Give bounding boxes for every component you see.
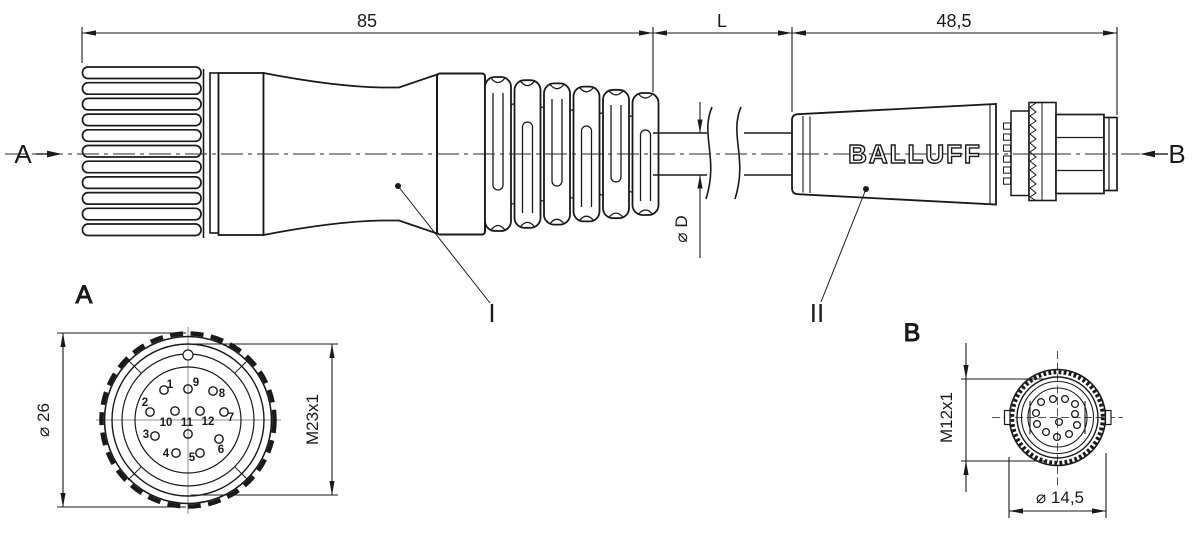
socket-hole xyxy=(1070,399,1080,409)
section-arrow-b-head xyxy=(1140,150,1155,158)
pin-holes xyxy=(145,384,229,458)
collar-ring xyxy=(209,72,220,234)
dim-connector-a-length: 85 xyxy=(357,11,377,31)
pin-label-4: 4 xyxy=(163,448,170,460)
socket-holes xyxy=(1031,394,1082,442)
callout-part-ii: II xyxy=(810,298,824,328)
cable-diameter-dimension: ⌀ D xyxy=(672,102,703,258)
section-arrow-a-label: A xyxy=(14,139,32,169)
pin-hole xyxy=(195,448,205,458)
pin-label-8: 8 xyxy=(219,388,226,400)
balluff-logo: BALLUFF xyxy=(848,139,982,169)
dim-view-b-outer-diameter: ⌀ 14,5 xyxy=(1036,488,1084,507)
connector-ii-body xyxy=(791,103,997,206)
pin-hole xyxy=(171,448,181,458)
pin-hole xyxy=(219,407,229,417)
knurled-rim xyxy=(99,331,277,509)
connector-ii-side xyxy=(791,101,1118,206)
knurled-rim xyxy=(1010,370,1105,465)
pin-hole xyxy=(195,406,205,416)
insert-rim-circle xyxy=(1020,380,1095,455)
thread-circle xyxy=(111,343,265,497)
leader-line xyxy=(820,188,867,303)
section-arrow-a-head xyxy=(47,150,62,158)
pin-hole xyxy=(170,406,180,416)
pin-hole xyxy=(183,429,193,439)
coupling-nut-hub xyxy=(1010,110,1030,197)
side-tab xyxy=(1003,409,1011,426)
pin-label-5: 5 xyxy=(189,452,196,464)
top-dimensions: 85 L 48,5 xyxy=(81,11,1118,115)
cable-break-mark xyxy=(705,106,713,200)
thread-crests xyxy=(1003,122,1011,185)
rim-inner-circle xyxy=(103,335,273,505)
leader-line xyxy=(397,185,491,304)
pin-hole xyxy=(208,386,218,396)
pin-hole xyxy=(183,384,193,394)
thread-circle xyxy=(1016,376,1099,459)
view-b-outer-dia-dimension: ⌀ 14,5 xyxy=(1008,453,1107,518)
callout-part-i: I xyxy=(488,298,495,328)
pin-label-6: 6 xyxy=(218,444,224,456)
dimension-arrowheads xyxy=(82,30,1117,36)
dim-view-a-thread: M23x1 xyxy=(303,394,322,445)
knurl-teeth xyxy=(1029,102,1037,201)
socket-hole xyxy=(1070,409,1080,419)
socket-hole xyxy=(1036,397,1046,407)
pin-hole xyxy=(150,431,160,441)
dim-cable-diameter: ⌀ D xyxy=(672,215,691,242)
pin-field-circle xyxy=(134,366,242,474)
section-arrow-b-label: B xyxy=(1168,139,1185,169)
dim-connector-b-length: 48,5 xyxy=(936,11,971,31)
cable xyxy=(653,106,793,200)
socket-hole xyxy=(1052,432,1062,442)
pin-hole xyxy=(145,407,155,417)
pin-label-1: 1 xyxy=(167,379,174,391)
pin-label-12: 12 xyxy=(202,416,215,428)
socket-hole xyxy=(1041,427,1051,437)
ring-ticks xyxy=(127,359,249,481)
strain-relief-slots xyxy=(492,93,652,213)
view-a: A 1 9 xyxy=(34,281,338,514)
connector-i-side xyxy=(81,66,438,238)
callouts: I II xyxy=(395,183,869,328)
socket-hole xyxy=(1031,408,1041,418)
pin-label-2: 2 xyxy=(142,397,148,409)
socket-hole xyxy=(1064,429,1074,439)
dim-view-a-outer-diameter: ⌀ 26 xyxy=(34,403,53,437)
insert-circle xyxy=(1027,387,1088,448)
view-a-title: A xyxy=(76,281,93,309)
socket-hole xyxy=(1048,394,1058,404)
dim-cable-length: L xyxy=(717,11,727,31)
pin-label-7: 7 xyxy=(228,412,234,424)
side-tab xyxy=(1104,409,1112,426)
coding-notch xyxy=(182,349,194,361)
view-b-title: B xyxy=(904,319,921,347)
cable-break-mark xyxy=(734,106,742,200)
strain-relief-saddles xyxy=(490,77,653,231)
socket-hole xyxy=(1032,419,1042,429)
dim-view-b-thread: M12x1 xyxy=(937,392,956,443)
socket-hole xyxy=(1072,420,1082,430)
view-a-outer-dia-dimension: ⌀ 26 xyxy=(34,332,186,508)
pin-label-10: 10 xyxy=(160,417,173,429)
pin-label-3: 3 xyxy=(143,429,149,441)
socket-hole xyxy=(1060,394,1070,404)
pin-label-9: 9 xyxy=(193,377,199,389)
pin-hole xyxy=(159,385,169,395)
side-view xyxy=(5,66,1140,238)
pin-hole xyxy=(214,434,224,444)
socket-hole xyxy=(1054,417,1064,427)
view-b-thread-dimension: M12x1 xyxy=(937,343,1046,492)
view-b: B xyxy=(903,319,1123,518)
pin-label-11: 11 xyxy=(181,417,194,429)
view-a-thread-dimension: M23x1 xyxy=(191,343,338,496)
section-arrows: A B xyxy=(14,139,1185,169)
knurl-ribs xyxy=(81,66,202,237)
